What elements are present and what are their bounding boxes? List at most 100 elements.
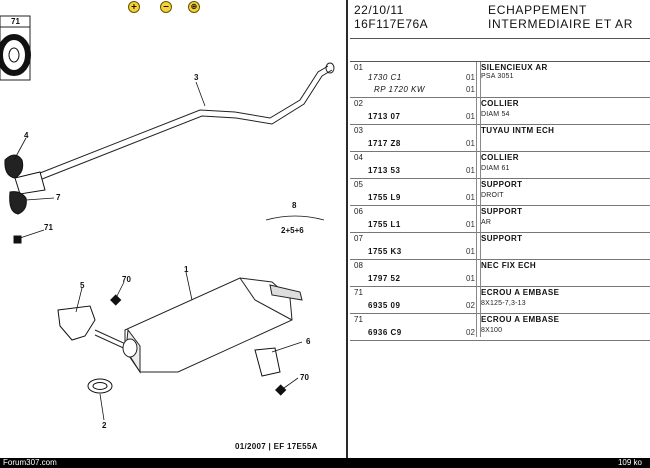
callout-3: 3 bbox=[194, 73, 199, 82]
part-row[interactable]: 71 6935 09 02 ECROU A EMBASE 8X125-7,3-13 bbox=[350, 287, 650, 314]
part-row[interactable]: 02 1713 07 01 COLLIER DIAM 54 bbox=[350, 98, 650, 125]
zoom-fit-button[interactable]: ⊕ bbox=[188, 0, 200, 14]
callout-7: 7 bbox=[56, 193, 61, 202]
panel-separator bbox=[346, 0, 348, 468]
part-number: 6935 09 bbox=[368, 301, 401, 310]
part-description: COLLIER bbox=[481, 153, 519, 162]
callout-5: 5 bbox=[80, 281, 85, 290]
part-number: 1730 C1 bbox=[368, 73, 402, 82]
callout-71: 71 bbox=[44, 223, 53, 232]
rear-supports bbox=[57, 294, 287, 396]
part-number: 6936 C9 bbox=[368, 328, 402, 337]
part-quantity: 01 bbox=[466, 112, 475, 121]
callout-2: 2 bbox=[102, 421, 107, 430]
file-size: 109 ko bbox=[617, 458, 642, 467]
part-ref: 08 bbox=[354, 261, 363, 270]
part-ref: 01 bbox=[354, 63, 363, 72]
header-code: 16F117E76A bbox=[354, 17, 429, 31]
part-ref: 71 bbox=[354, 315, 363, 324]
callout-6: 6 bbox=[306, 337, 311, 346]
part-ref: 05 bbox=[354, 180, 363, 189]
part-detail: DIAM 54 bbox=[481, 111, 510, 118]
zoom-out-button[interactable]: − bbox=[160, 0, 172, 14]
zoom-toolbar: + − ⊕ bbox=[0, 0, 345, 14]
part-quantity: 01 bbox=[466, 193, 475, 202]
intermediate-pipe bbox=[34, 62, 335, 182]
callout-labels: 71 3 4 7 71 8 2+5+6 1 5 70 6 70 2 bbox=[11, 17, 311, 430]
part-detail: DROIT bbox=[481, 192, 504, 199]
part-number: 1713 53 bbox=[368, 166, 401, 175]
part-detail: AR bbox=[481, 219, 492, 226]
part-detail: 8X125-7,3-13 bbox=[481, 300, 526, 307]
rear-muffler bbox=[94, 277, 303, 374]
callout-4: 4 bbox=[24, 131, 29, 140]
part-ref: 07 bbox=[354, 234, 363, 243]
part-number: 1717 Z8 bbox=[368, 139, 401, 148]
part-quantity: 01 bbox=[466, 166, 475, 175]
zoom-out-icon: − bbox=[160, 1, 172, 13]
qty-column-rule bbox=[476, 62, 477, 337]
header-title-line2: INTERMEDIAIRE ET AR bbox=[488, 17, 634, 31]
part-quantity: 01 bbox=[466, 220, 475, 229]
header-title-line1: ECHAPPEMENT bbox=[488, 3, 588, 17]
part-detail: 8X100 bbox=[481, 327, 503, 334]
part-description: ECROU A EMBASE bbox=[481, 315, 560, 324]
diagram-caption: 01/2007 | EF 17E55A bbox=[235, 442, 318, 451]
part-number: RP 1720 KW bbox=[374, 85, 425, 94]
part-number: 1797 52 bbox=[368, 274, 401, 283]
catalog-header: 22/10/11 16F117E76A ECHAPPEMENT INTERMED… bbox=[350, 0, 650, 62]
part-quantity: 01 bbox=[466, 274, 475, 283]
callout-8: 8 bbox=[292, 201, 297, 210]
part-number: 1713 07 bbox=[368, 112, 401, 121]
part-description: SILENCIEUX AR bbox=[481, 63, 548, 72]
header-title: ECHAPPEMENT INTERMEDIAIRE ET AR bbox=[488, 3, 650, 31]
header-bottom-rule bbox=[350, 61, 650, 62]
zoom-in-icon: + bbox=[128, 1, 140, 13]
part-description: ECROU A EMBASE bbox=[481, 288, 560, 297]
part-description: NEC FIX ECH bbox=[481, 261, 537, 270]
part-ref: 02 bbox=[354, 99, 363, 108]
header-date: 22/10/11 bbox=[354, 3, 404, 17]
part-quantity: 01 bbox=[466, 247, 475, 256]
part-number: 1755 K3 bbox=[368, 247, 402, 256]
callout-2-5-6: 2+5+6 bbox=[281, 226, 304, 235]
part-row[interactable]: 07 1755 K3 01 SUPPORT bbox=[350, 233, 650, 260]
part-row[interactable]: 71 6936 C9 02 ECROU A EMBASE 8X100 bbox=[350, 314, 650, 341]
part-quantity: 01 bbox=[466, 73, 475, 82]
front-clamp bbox=[4, 154, 46, 244]
leader-lines bbox=[13, 81, 325, 421]
part-row[interactable]: 06 1755 L1 01 SUPPORT AR bbox=[350, 206, 650, 233]
part-row[interactable]: 08 1797 52 01 NEC FIX ECH bbox=[350, 260, 650, 287]
callout-71-inset: 71 bbox=[11, 17, 20, 26]
part-ref: 04 bbox=[354, 153, 363, 162]
part-ref: 03 bbox=[354, 126, 363, 135]
zoom-fit-icon: ⊕ bbox=[188, 1, 200, 13]
part-ref: 71 bbox=[354, 288, 363, 297]
part-detail: DIAM 61 bbox=[481, 165, 510, 172]
exhaust-exploded-diagram: 71 3 4 7 71 8 2+5+6 1 5 70 6 70 2 bbox=[0, 15, 335, 430]
part-row[interactable]: 03 1717 Z8 01 TUYAU INTM ECH bbox=[350, 125, 650, 152]
part-description: TUYAU INTM ECH bbox=[481, 126, 555, 135]
part-quantity: 02 bbox=[466, 328, 475, 337]
callout-70: 70 bbox=[122, 275, 131, 284]
part-description: SUPPORT bbox=[481, 234, 523, 243]
part-number: 1755 L1 bbox=[368, 220, 401, 229]
part-description: COLLIER bbox=[481, 99, 519, 108]
callout-1: 1 bbox=[184, 265, 189, 274]
inset-box bbox=[0, 15, 31, 81]
site-name[interactable]: Forum307.com bbox=[3, 458, 57, 467]
part-row[interactable]: 04 1713 53 01 COLLIER DIAM 61 bbox=[350, 152, 650, 179]
part-quantity: 02 bbox=[466, 301, 475, 310]
zoom-in-button[interactable]: + bbox=[128, 0, 140, 14]
part-description: SUPPORT bbox=[481, 207, 523, 216]
part-ref: 06 bbox=[354, 207, 363, 216]
part-description: SUPPORT bbox=[481, 180, 523, 189]
part-quantity: 01 bbox=[466, 139, 475, 148]
callout-70-right: 70 bbox=[300, 373, 309, 382]
header-divider bbox=[350, 38, 650, 39]
desc-column-rule bbox=[480, 62, 481, 337]
part-quantity: 01 bbox=[466, 85, 475, 94]
